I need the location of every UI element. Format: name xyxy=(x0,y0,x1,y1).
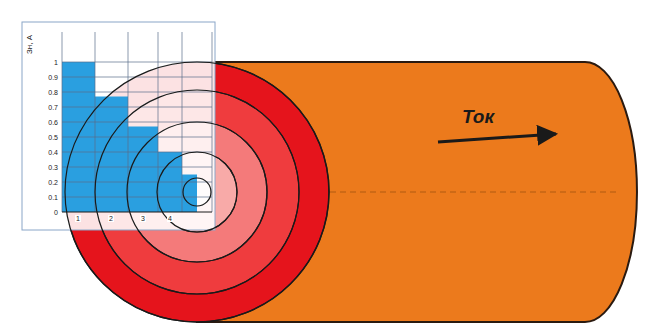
y-tick-label: 0.7 xyxy=(48,104,58,111)
current-arrow xyxy=(438,134,556,142)
x-tick-label: 1 xyxy=(75,215,81,222)
y-tick-label: 1 xyxy=(54,59,58,66)
ring-outlines xyxy=(65,62,329,322)
current-label: Ток xyxy=(462,106,494,128)
y-tick-label: 0.8 xyxy=(48,89,58,96)
x-tick-label: 2 xyxy=(108,215,114,222)
y-tick-label: 0.4 xyxy=(48,149,58,156)
y-tick-label: 0.9 xyxy=(48,74,58,81)
y-tick-label: 0.6 xyxy=(48,119,58,126)
x-tick-label: 3 xyxy=(140,215,146,222)
axis-title: Зн, А xyxy=(26,34,35,53)
x-tick-label: 4 xyxy=(167,215,173,222)
y-tick-label: 0.3 xyxy=(48,164,58,171)
axis-line xyxy=(330,192,620,193)
y-tick-label: 0.1 xyxy=(48,194,58,201)
y-tick-label: 0.5 xyxy=(48,134,58,141)
y-tick-label: 0 xyxy=(54,209,58,216)
y-tick-label: 0.2 xyxy=(48,179,58,186)
